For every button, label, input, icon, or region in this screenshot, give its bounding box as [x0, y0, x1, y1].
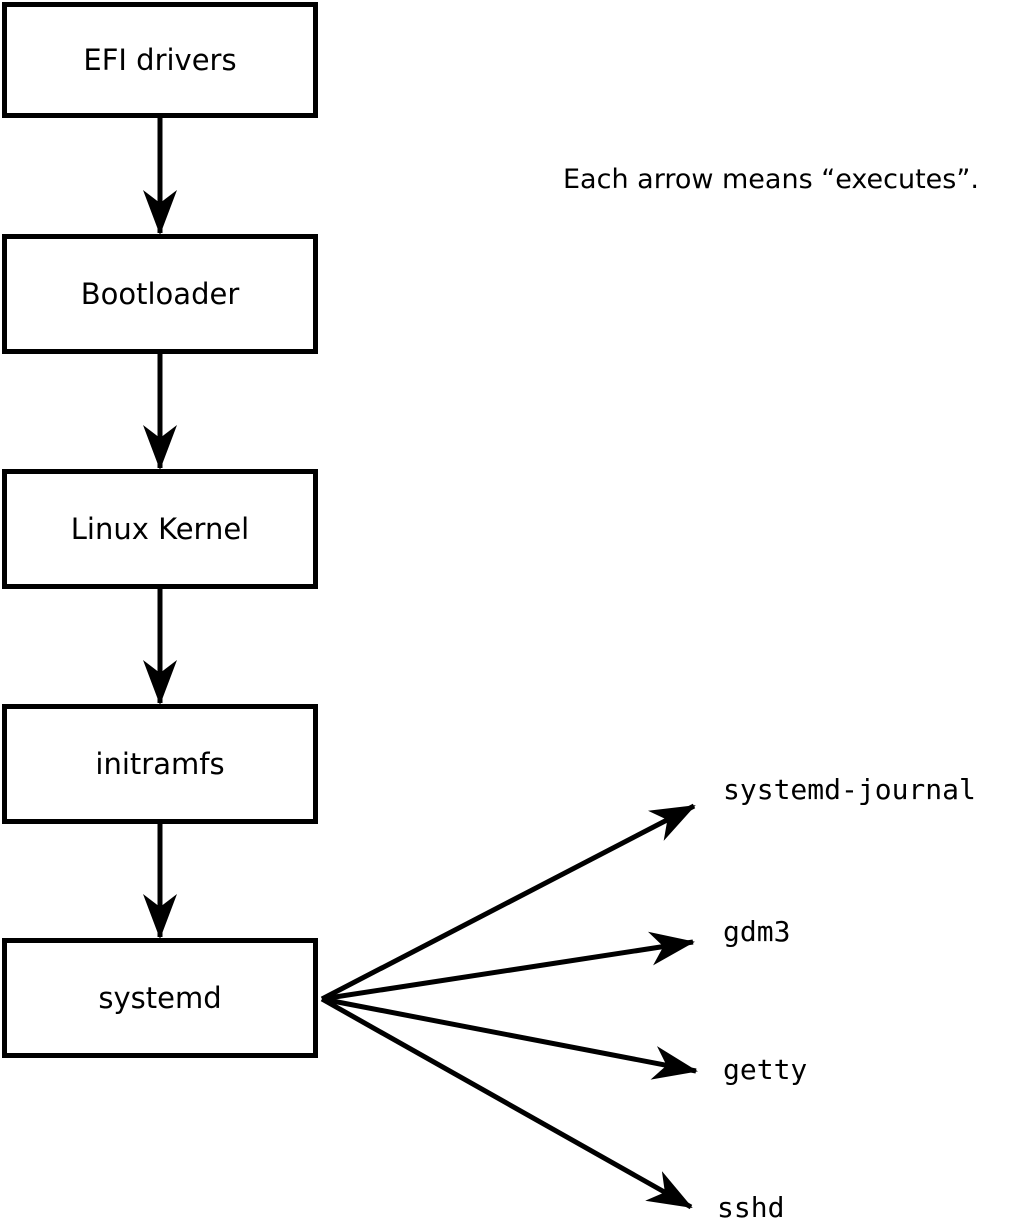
service-label-systemd-journal: systemd-journal: [723, 773, 976, 806]
service-label-gdm3: gdm3: [723, 915, 791, 948]
stage-label-systemd: systemd: [98, 980, 222, 1015]
stage-box-bootloader[interactable]: Bootloader: [2, 234, 318, 354]
fanout-arrow-systemd-journal: [320, 803, 696, 1002]
stage-box-efi-drivers[interactable]: EFI drivers: [2, 2, 318, 118]
stage-label-linux-kernel: Linux Kernel: [70, 511, 250, 546]
fanout-arrow-getty: [321, 996, 698, 1080]
legend-caption: Each arrow means “executes”.: [563, 164, 979, 195]
fanout-arrow-gdm3: [321, 931, 695, 1002]
stage-label-bootloader: Bootloader: [80, 276, 240, 311]
stage-label-efi-drivers: EFI drivers: [83, 42, 237, 77]
stage-box-linux-kernel[interactable]: Linux Kernel: [2, 469, 318, 589]
service-label-sshd: sshd: [717, 1191, 785, 1224]
stage-box-initramfs[interactable]: initramfs: [2, 704, 318, 824]
service-label-getty: getty: [723, 1053, 808, 1086]
stage-label-initramfs: initramfs: [95, 746, 225, 781]
fanout-arrow-sshd: [320, 996, 693, 1210]
stage-box-systemd[interactable]: systemd: [2, 938, 318, 1058]
